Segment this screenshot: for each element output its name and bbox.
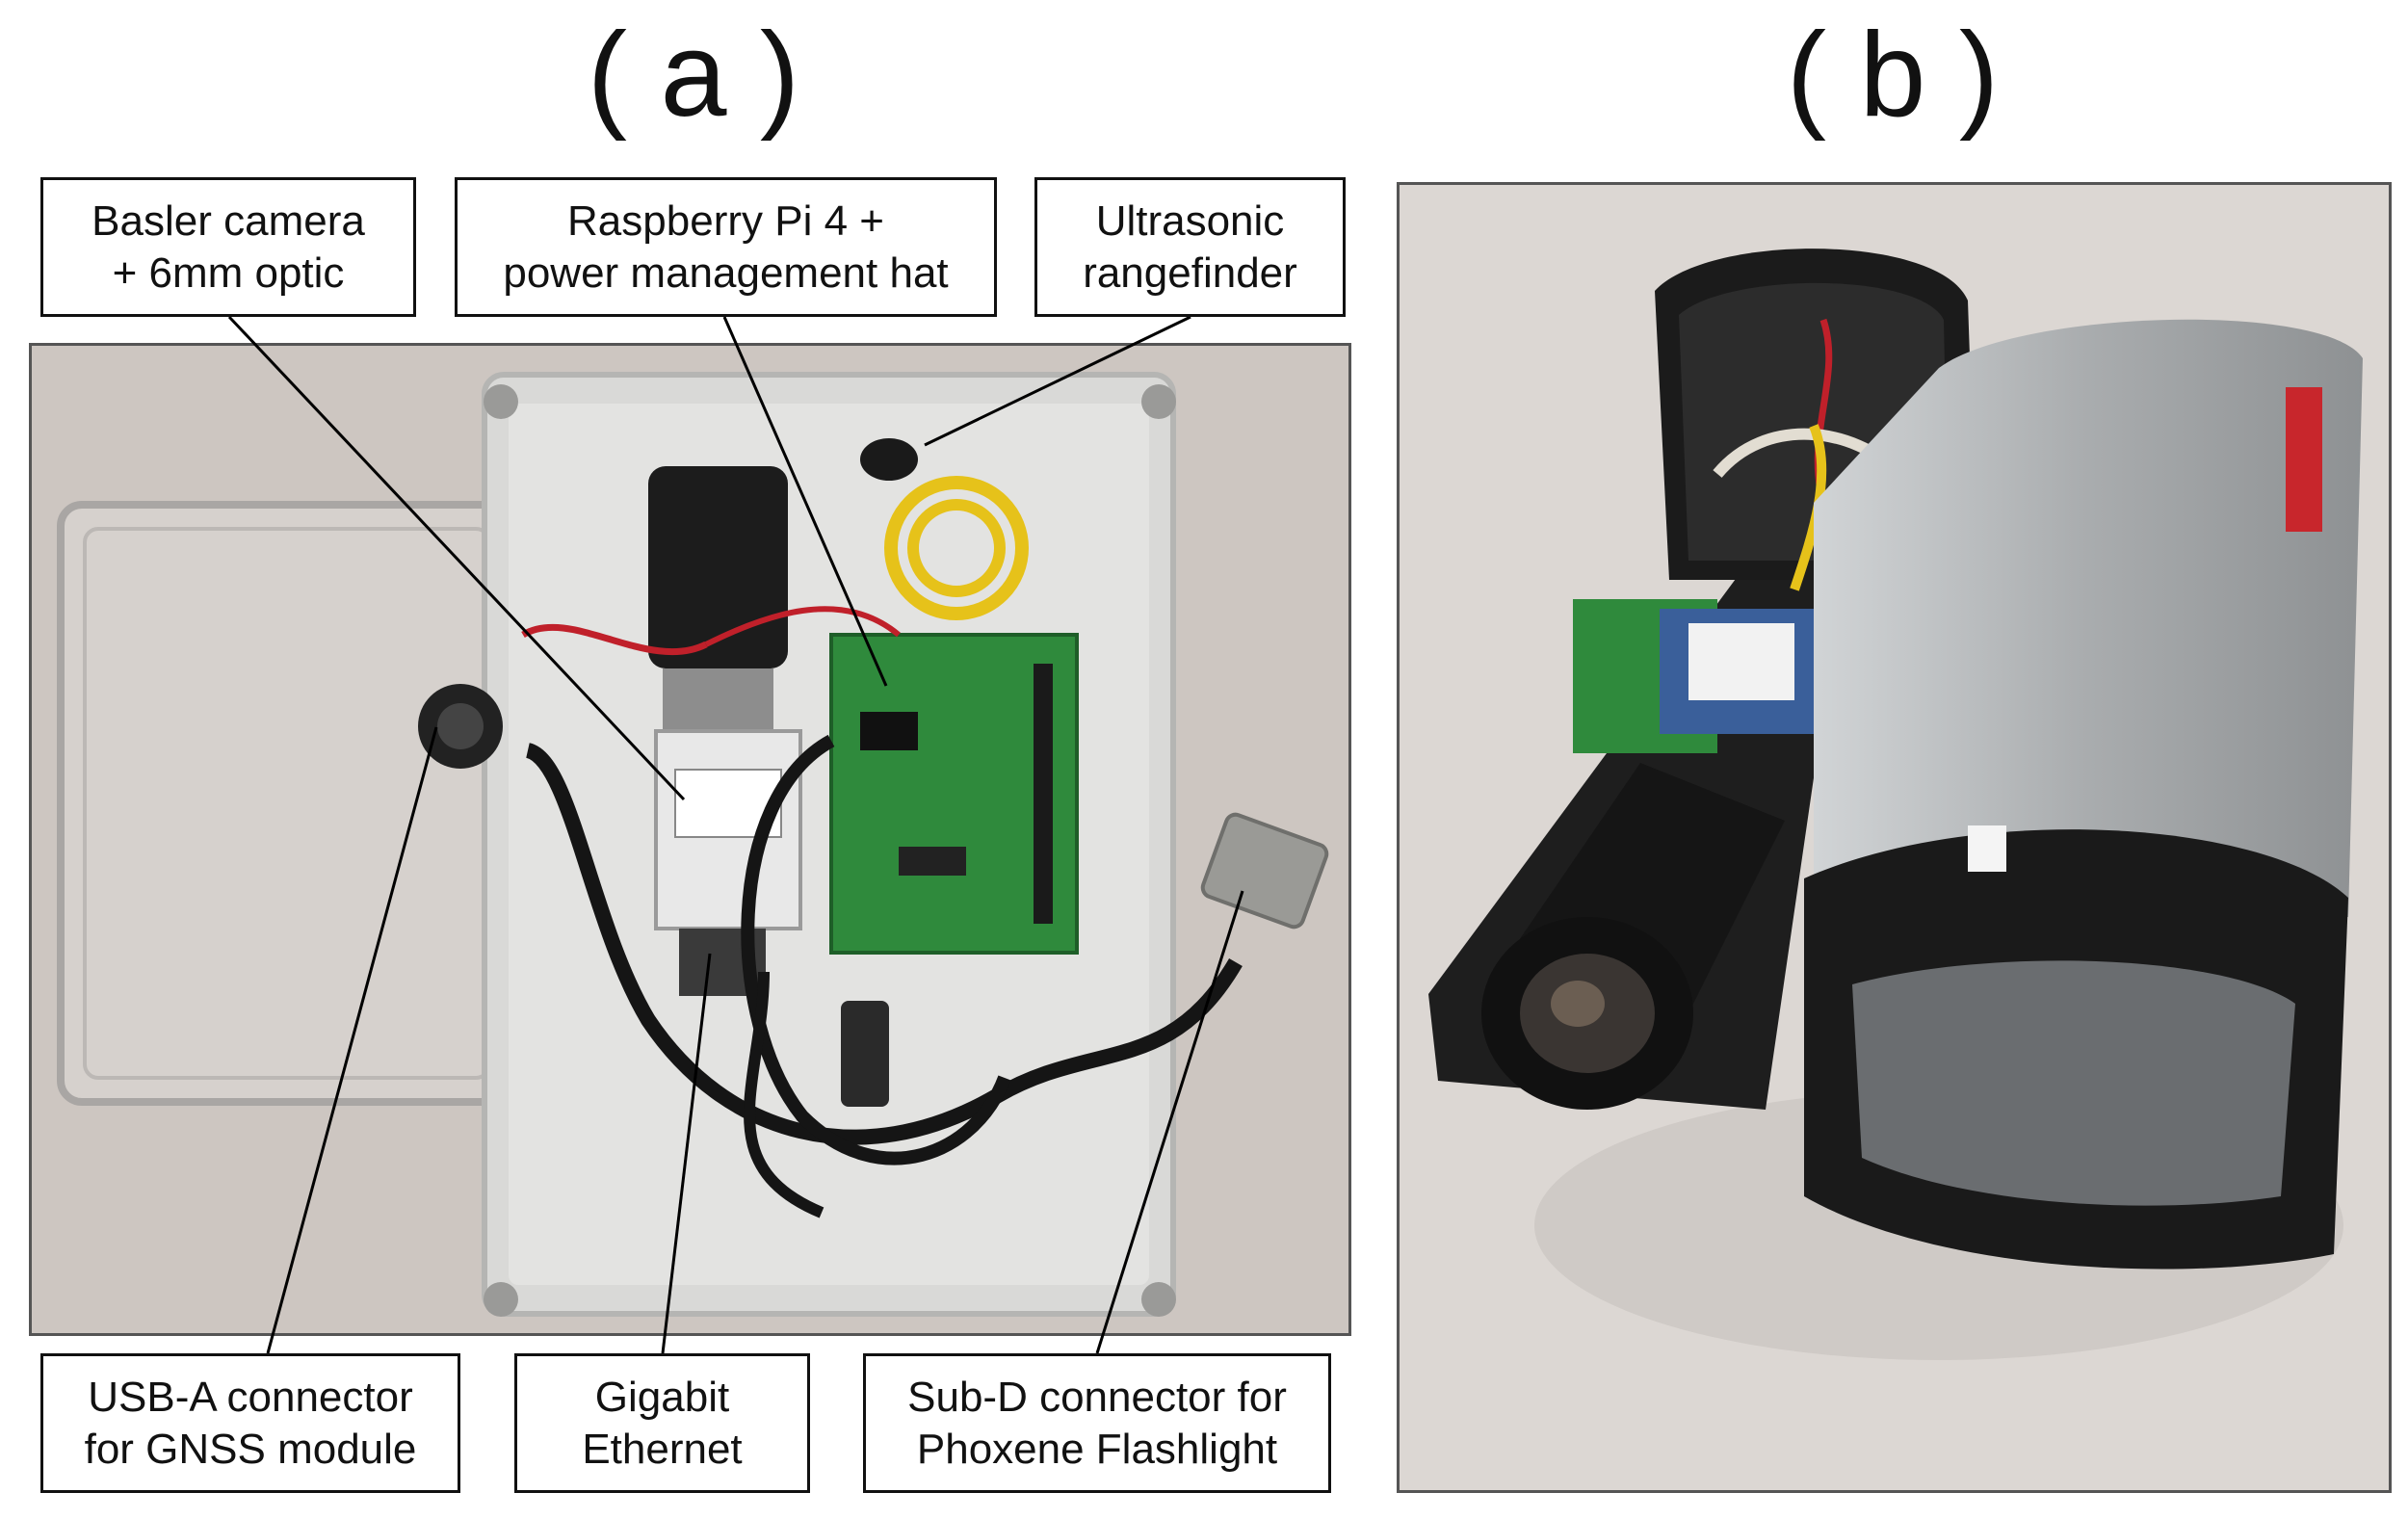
callout-gigabit-ethernet: Gigabit Ethernet: [514, 1353, 810, 1493]
callout-line: + 6mm optic: [112, 249, 345, 297]
callout-ultrasonic-rangefinder: Ultrasonic rangefinder: [1034, 177, 1346, 317]
callout-line: Gigabit: [594, 1373, 730, 1421]
callout-line: rangefinder: [1083, 249, 1297, 297]
callout-subd-connector: Sub-D connector for Phoxene Flashlight: [863, 1353, 1331, 1493]
callout-raspberry-pi: Raspberry Pi 4 + power management hat: [455, 177, 997, 317]
panel-a-label: ( a ): [587, 9, 800, 142]
callout-line: Raspberry Pi 4 +: [567, 196, 884, 245]
camera-housing-photo: [1397, 182, 2392, 1493]
callout-line: Basler camera: [92, 196, 365, 245]
callout-usb-connector: USB-A connector for GNSS module: [40, 1353, 460, 1493]
callout-basler-camera: Basler camera + 6mm optic: [40, 177, 416, 317]
enclosure-photo: [29, 343, 1351, 1336]
callout-line: Ethernet: [582, 1425, 743, 1473]
callout-line: Sub-D connector for: [907, 1373, 1287, 1421]
callout-line: for GNSS module: [84, 1425, 417, 1473]
callout-line: power management hat: [503, 249, 949, 297]
callout-line: Phoxene Flashlight: [916, 1425, 1278, 1473]
panel-b-label: ( b ): [1786, 9, 2000, 142]
callout-line: USB-A connector: [88, 1373, 413, 1421]
callout-line: Ultrasonic: [1095, 196, 1285, 245]
